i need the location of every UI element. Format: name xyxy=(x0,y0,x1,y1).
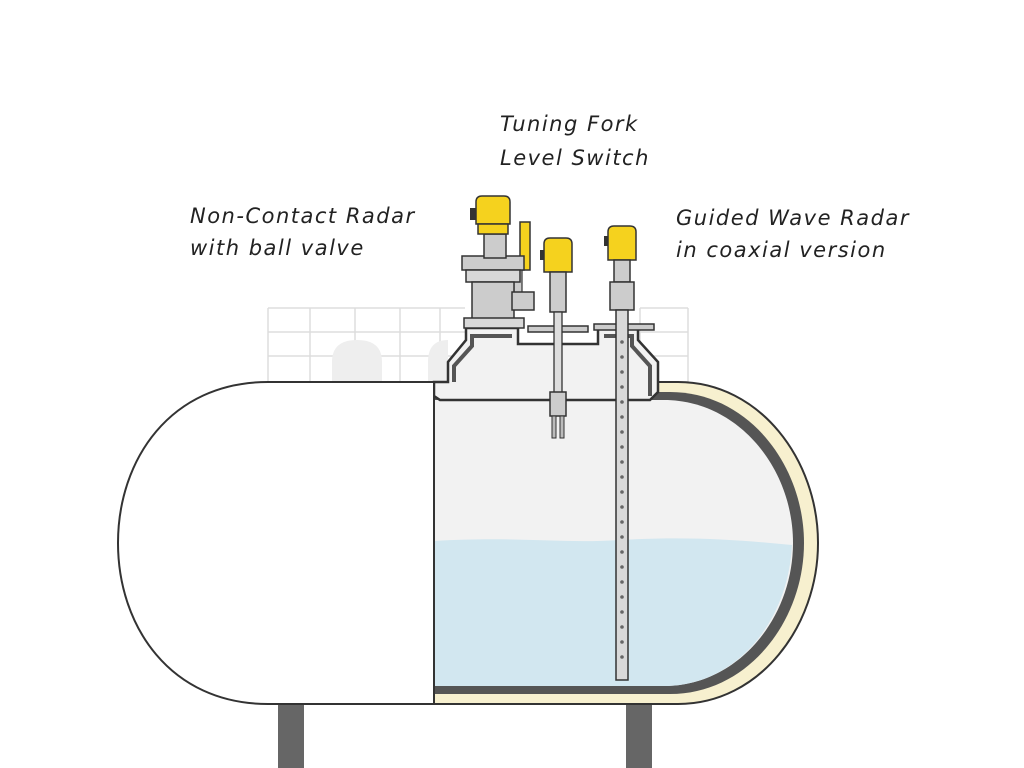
probe-hole xyxy=(620,610,624,614)
guided-wave-radar-label: Guided Wave Radar in coaxial version xyxy=(676,202,910,266)
probe-hole xyxy=(620,385,624,389)
background-arch xyxy=(332,340,382,382)
probe-hole xyxy=(620,475,624,479)
non-contact-radar-label-line2: with ball valve xyxy=(190,236,365,260)
probe-hole xyxy=(620,445,624,449)
guided-wave-radar-probe-icon xyxy=(593,225,655,681)
tank-leg xyxy=(626,700,652,768)
probe-hole xyxy=(620,490,624,494)
guided-wave-radar-label-line1: Guided Wave Radar xyxy=(676,206,910,230)
probe-hole xyxy=(620,595,624,599)
probe-hole xyxy=(620,580,624,584)
tuning-fork-sensor-icon xyxy=(527,237,589,439)
tuning-fork-label-line1: Tuning Fork xyxy=(500,112,639,136)
probe-hole xyxy=(620,355,624,359)
guided-wave-radar-label-line2: in coaxial version xyxy=(676,238,887,262)
non-contact-radar-label-line1: Non-Contact Radar xyxy=(190,204,416,228)
non-contact-radar-sensor-icon xyxy=(461,195,535,329)
probe-hole xyxy=(620,460,624,464)
probe-hole xyxy=(620,535,624,539)
probe-hole xyxy=(620,370,624,374)
probe-hole xyxy=(620,520,624,524)
probe-hole xyxy=(620,400,624,404)
tank-cutaway xyxy=(116,381,435,705)
probe-hole xyxy=(620,565,624,569)
tank-liquid xyxy=(434,538,792,686)
probe-hole xyxy=(620,415,624,419)
probe-hole xyxy=(620,640,624,644)
tuning-fork-label: Tuning Fork Level Switch xyxy=(500,108,650,174)
background-arch xyxy=(428,340,448,382)
tuning-fork-label-line2: Level Switch xyxy=(500,146,650,170)
probe-hole xyxy=(620,505,624,509)
tank-leg xyxy=(278,700,304,768)
probe-hole xyxy=(620,340,624,344)
probe-hole xyxy=(620,655,624,659)
probe-hole xyxy=(620,550,624,554)
non-contact-radar-label: Non-Contact Radar with ball valve xyxy=(190,200,416,264)
probe-hole xyxy=(620,430,624,434)
probe-hole xyxy=(620,625,624,629)
